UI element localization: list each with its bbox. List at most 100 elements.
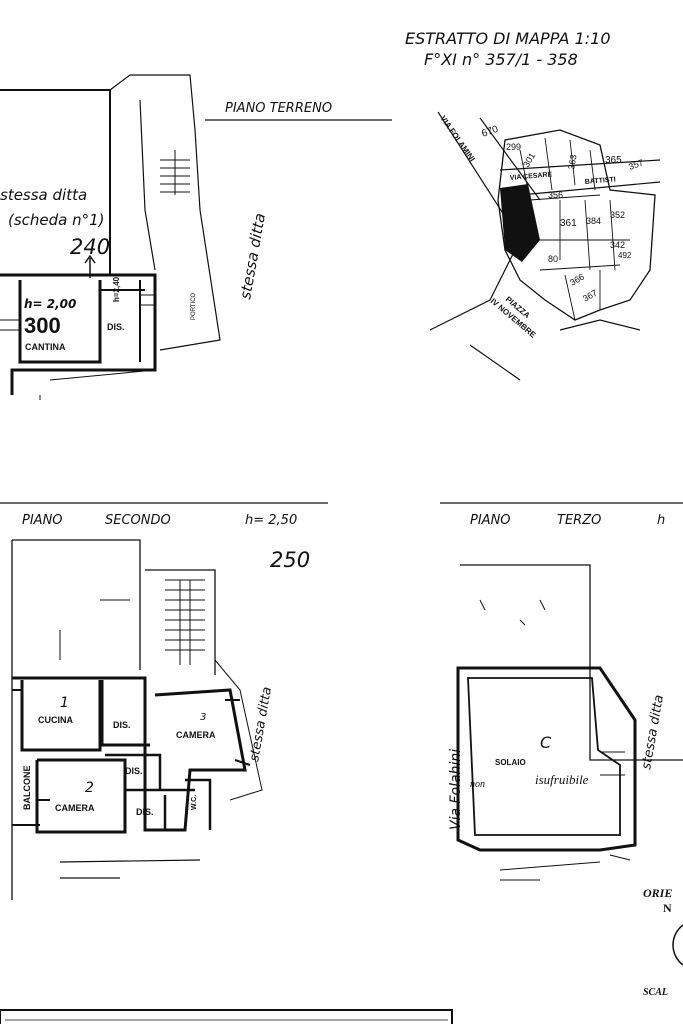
compass-icon (672, 924, 683, 966)
ground-floor-title: PIANO TERRENO (225, 101, 332, 116)
second-room-dis1: DIS. (113, 720, 131, 730)
second-wc-walls (185, 778, 212, 830)
third-room-note: non (470, 779, 485, 790)
ground-wall-inner (139, 99, 156, 271)
ground-wall-portico (159, 209, 221, 351)
third-marks (499, 751, 631, 881)
street-battisti: BATTISTI (585, 176, 617, 186)
ground-side-owner: stessa ditta (236, 212, 269, 301)
street-edge-east (559, 319, 641, 331)
street-edge-north (499, 159, 661, 171)
parcel-363: 363 (566, 154, 578, 171)
parcel-80: 80 (548, 254, 558, 264)
second-room-dis2: DIS. (125, 766, 143, 776)
second-room-camera2: CAMERA (55, 803, 95, 813)
ground-wall-east (109, 74, 201, 211)
second-wall-east (214, 659, 263, 801)
parcel-352: 352 (610, 210, 625, 220)
second-floor-plan: PIANO SECONDO h= 2,50 250 CUCINA DIS. CA… (0, 502, 328, 900)
third-dots (479, 599, 546, 626)
parcel-366: 366 (568, 272, 586, 288)
ground-dis-walls (100, 280, 145, 362)
second-camera-walls (35, 680, 150, 834)
second-dis-walls (105, 753, 195, 830)
parcel-492: 492 (618, 251, 632, 260)
orientation-block: ORIE N SCAL (643, 886, 683, 998)
orientation-north: N (663, 901, 672, 915)
second-side-owner: stessa ditta (247, 686, 275, 763)
orientation-label: ORIE (643, 886, 672, 900)
third-floor-title-mid: TERZO (557, 513, 601, 528)
ground-cantina-walls (18, 280, 102, 364)
map-sheet-ref: F°XI n° 357/1 - 358 (424, 50, 578, 69)
arrow-icon (84, 254, 96, 278)
street-edge-west (429, 111, 521, 331)
third-room-letter: C (540, 733, 552, 752)
second-number-2: 2 (85, 780, 94, 796)
second-stairs (165, 579, 205, 665)
third-solaio-outline (456, 666, 637, 852)
second-cucina-walls (20, 680, 102, 752)
parcel-357: 357 (627, 157, 645, 172)
subject-parcel-hatch (500, 184, 540, 262)
bottom-frame (0, 1009, 453, 1024)
second-balcone: BALCONE (22, 766, 32, 811)
street-edge-piazza (469, 344, 521, 381)
parcel-670: 670 (480, 124, 500, 140)
parcel-365: 365 (605, 155, 622, 166)
ground-cellar-hatch (39, 369, 156, 400)
scale-label: SCAL (643, 987, 668, 998)
ground-room-height: h= 2,00 (24, 297, 76, 311)
ground-stairs (160, 150, 190, 195)
street-via-cesare: VIA CESARE (510, 171, 553, 182)
second-stair-well (145, 569, 216, 675)
parcel-299: 299 (506, 142, 521, 152)
second-floor-height: h= 2,50 (245, 513, 297, 528)
parcel-301: 301 (521, 151, 537, 169)
second-floor-title-mid: SECONDO (105, 513, 171, 528)
street-edge-south (519, 181, 661, 196)
second-room-cucina: CUCINA (38, 715, 73, 725)
ground-owner-label: stessa ditta (0, 186, 87, 204)
second-room-camera1: CAMERA (176, 730, 216, 740)
map-extract: ESTRATTO DI MAPPA 1:10 F°XI n° 357/1 - 3… (405, 29, 661, 381)
third-floor-height: h (657, 513, 665, 528)
second-height-mark: 250 (270, 548, 310, 572)
ground-stair-height: h=2,40 (112, 276, 121, 302)
second-room-wc: W.C. (191, 795, 198, 810)
parcel-384: 384 (586, 216, 601, 226)
street-via-folamini: VIA FOLAMINI (438, 114, 476, 163)
third-floor-plan: PIANO TERZO h C SOLAIO non isufruibile V… (440, 502, 683, 881)
third-room-note2: isufruibile (535, 772, 589, 787)
ground-cellar-openings (0, 294, 155, 331)
parcel-block (497, 129, 656, 321)
map-extract-title: ESTRATTO DI MAPPA 1:10 (405, 29, 611, 48)
second-marks (59, 599, 130, 660)
second-apartment-outline (12, 676, 247, 832)
ground-dis-label: DIS. (107, 322, 125, 332)
street-edge-inner (479, 117, 541, 201)
second-floor-title-left: PIANO (22, 513, 63, 528)
parcel-356: 356 (548, 190, 563, 200)
ground-floor-plan: PIANO TERRENO stessa ditta (scheda n°1) … (0, 74, 392, 400)
second-number-3: 3 (200, 712, 206, 723)
parcel-lines (519, 137, 630, 321)
second-lower-wall (59, 859, 201, 879)
second-wall-outer (11, 539, 141, 900)
third-side-owner: stessa ditta (639, 694, 667, 771)
third-floor-title-left: PIANO (470, 513, 511, 528)
ground-room-cantina: CANTINA (25, 342, 66, 352)
third-solaio-inner (467, 677, 621, 836)
second-openings (12, 689, 251, 826)
third-room-solaio: SOLAIO (495, 758, 526, 767)
ground-owner-note: (scheda n°1) (8, 211, 105, 229)
parcel-367: 367 (581, 288, 599, 304)
third-street-label: Via Folahini (448, 749, 464, 830)
ground-portico-label: PORTICO (191, 292, 197, 320)
ground-area-code: 300 (24, 313, 61, 338)
second-room-dis3: DIS. (136, 807, 154, 817)
parcel-342: 342 (610, 240, 625, 250)
second-number-1: 1 (60, 695, 69, 711)
parcel-361: 361 (560, 218, 577, 229)
